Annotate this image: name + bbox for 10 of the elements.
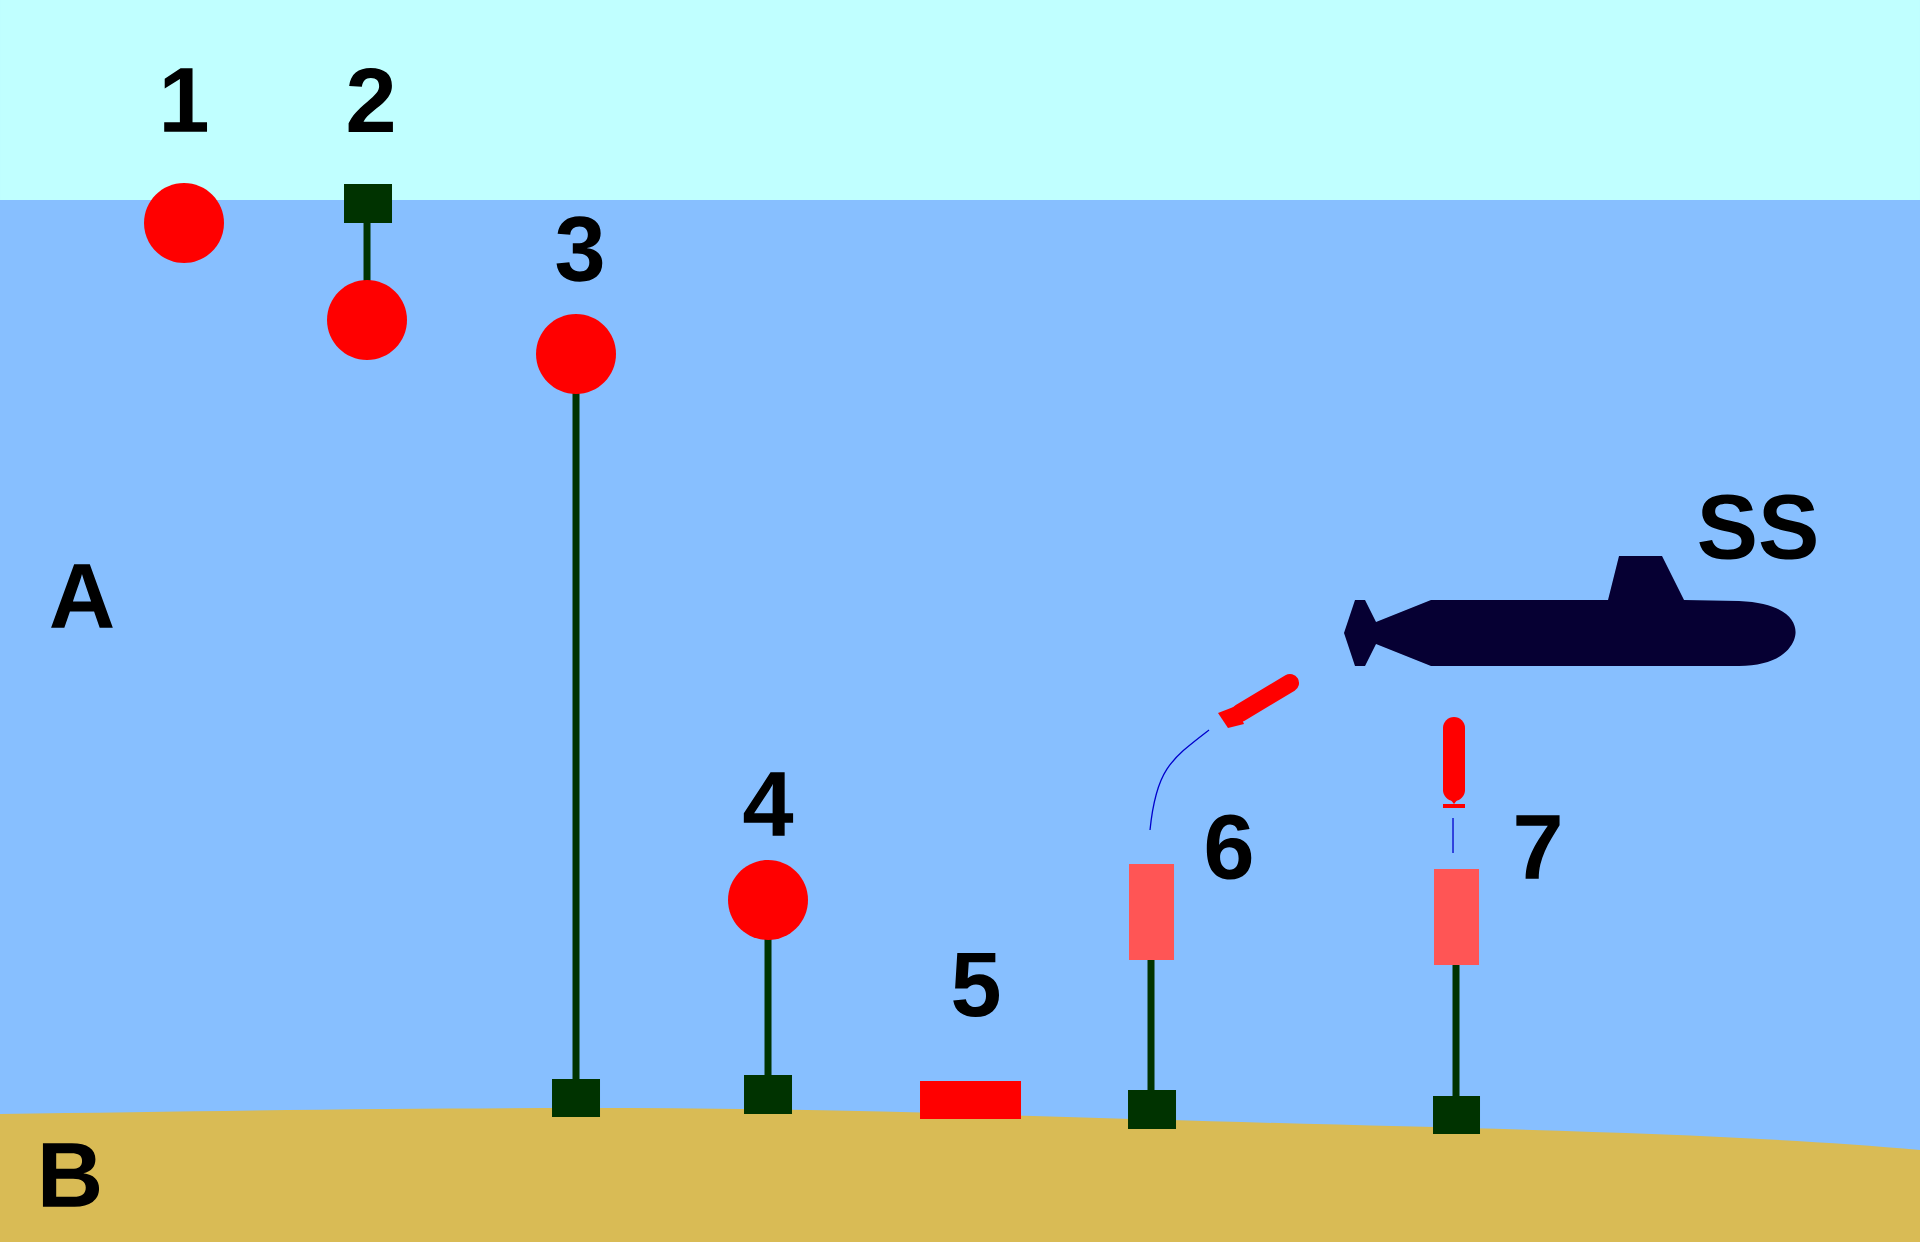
callout-label: SS — [1699, 494, 1816, 560]
callout-label: 3 — [556, 216, 603, 282]
callout-label: 7 — [1516, 815, 1560, 879]
callout-label: 1 — [164, 68, 208, 132]
callout-label: 5 — [953, 952, 1000, 1018]
callout-label: 2 — [348, 67, 393, 133]
callout-label: 4 — [743, 772, 794, 836]
callout-label: B — [42, 1143, 100, 1207]
callout-label: 6 — [1206, 814, 1252, 880]
callout-label: A — [51, 564, 113, 628]
